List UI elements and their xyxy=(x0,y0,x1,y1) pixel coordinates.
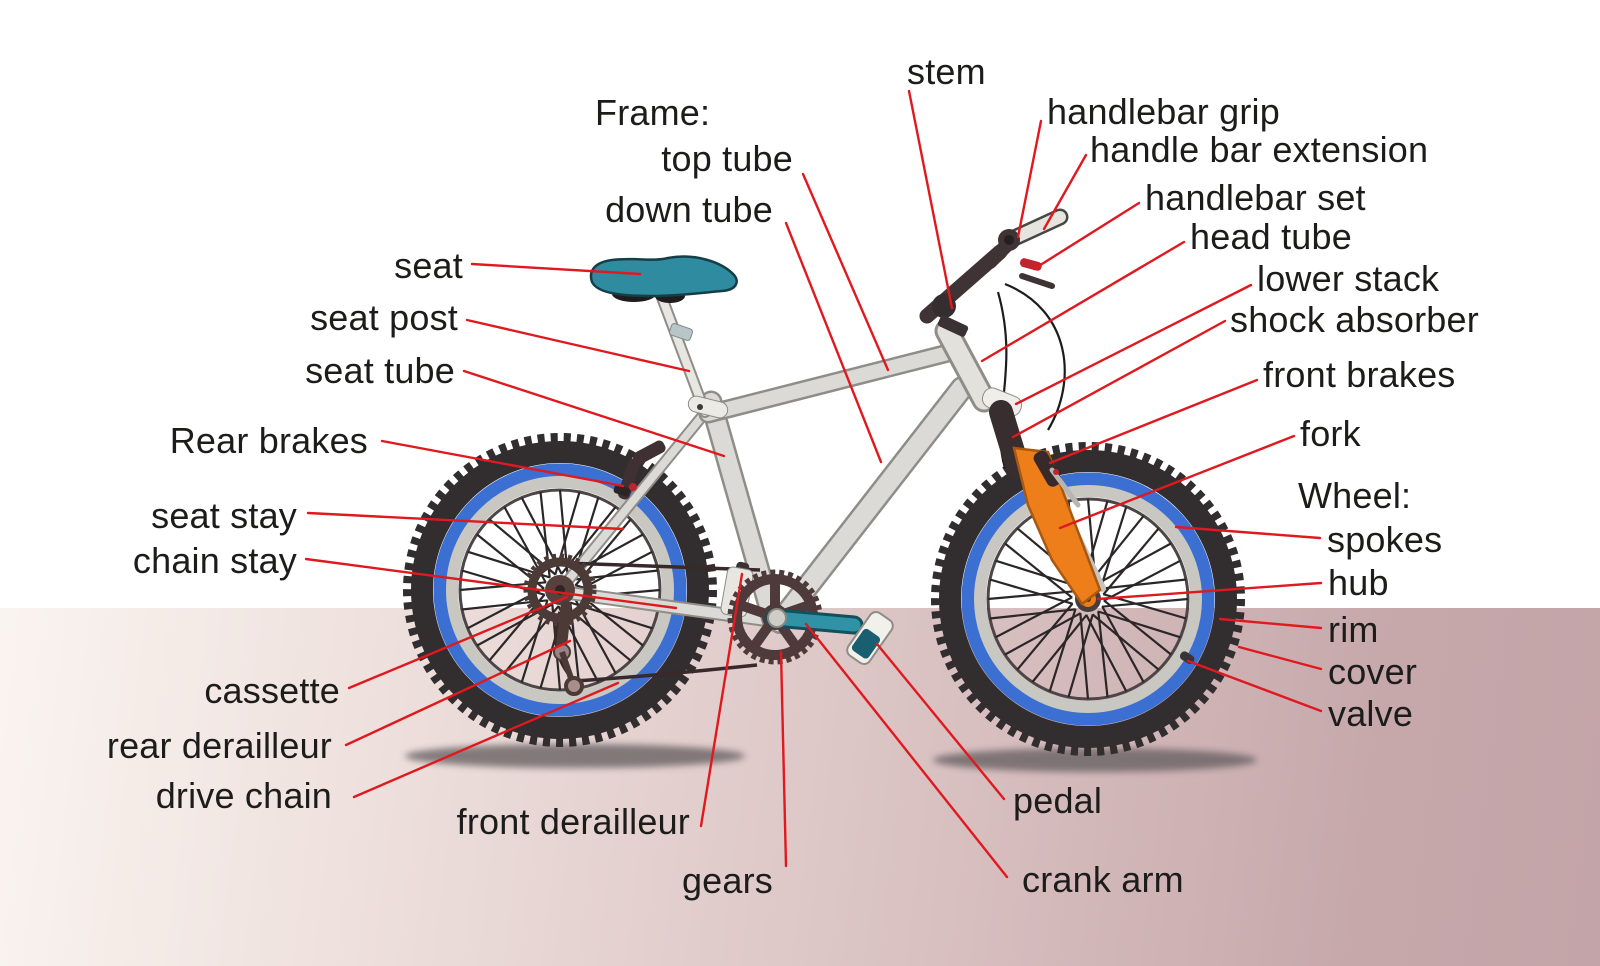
label-rim: rim xyxy=(1328,609,1379,650)
label-cover: cover xyxy=(1328,651,1418,692)
leader-line-lower-stack xyxy=(1014,283,1253,406)
leader-line-head-tube xyxy=(980,240,1186,363)
label-lower-stack: lower stack xyxy=(1257,258,1440,299)
leader-line-crank-arm xyxy=(804,622,1009,879)
leader-line-chain-stay xyxy=(304,557,678,610)
seat xyxy=(589,255,738,298)
brake-lever xyxy=(1019,273,1055,289)
drivetrain xyxy=(523,553,894,696)
fork xyxy=(1012,446,1102,606)
label-down-tube: down tube xyxy=(605,189,773,230)
leader-line-spokes xyxy=(1174,525,1322,540)
label-pedal: pedal xyxy=(1013,780,1103,821)
leader-line-handlebar-set xyxy=(1032,201,1141,271)
seat-clamp xyxy=(687,395,729,419)
label-handle-bar-extension: handle bar extension xyxy=(1090,129,1429,170)
label-seat-stay: seat stay xyxy=(151,495,297,536)
drive-chain-upper xyxy=(564,561,761,572)
label-seat-post: seat post xyxy=(310,297,458,338)
wheel-shadows xyxy=(405,744,1257,772)
leader-line-hub xyxy=(1096,581,1323,601)
leader-line-rear-derailleur xyxy=(344,639,572,747)
label-spokes: spokes xyxy=(1327,519,1443,560)
leader-line-cover xyxy=(1237,645,1323,671)
leader-line-shock-absorber xyxy=(1011,319,1227,439)
label-fork: fork xyxy=(1300,413,1361,454)
leader-line-gears xyxy=(779,650,788,868)
label-cassette: cassette xyxy=(204,670,340,711)
label-rear-brakes: Rear brakes xyxy=(169,420,368,461)
rear-brake xyxy=(613,440,666,500)
brake-cable xyxy=(1004,282,1066,431)
label-crank-arm: crank arm xyxy=(1022,859,1184,900)
label-gears: gears xyxy=(681,860,773,901)
leader-line-handlebar-grip xyxy=(1016,119,1043,239)
leader-line-stem xyxy=(907,89,954,310)
drive-chain-lower xyxy=(574,663,758,683)
leader-line-cassette xyxy=(347,595,569,690)
label-stem: stem xyxy=(907,51,986,92)
leader-line-seat-post xyxy=(465,318,691,373)
front-brake xyxy=(1033,450,1081,508)
leader-line-seat-tube xyxy=(462,369,726,458)
shock-absorber xyxy=(989,400,1030,480)
label-seat: seat xyxy=(394,245,463,286)
label-top-tube: top tube xyxy=(661,138,793,179)
leader-line-seat xyxy=(470,262,642,276)
label-head-tube: head tube xyxy=(1190,216,1352,257)
label-seat-tube: seat tube xyxy=(305,350,455,391)
frame xyxy=(555,255,997,634)
leader-line-drive-chain xyxy=(352,681,620,799)
leader-line-valve xyxy=(1186,659,1323,713)
crank-arm xyxy=(765,608,864,635)
label-handlebar-set: handlebar set xyxy=(1145,177,1366,218)
label-front-derailleur: front derailleur xyxy=(456,801,690,842)
leader-line-handle-bar-extension xyxy=(1042,153,1088,231)
label-chain-stay: chain stay xyxy=(132,540,297,581)
leader-line-rim xyxy=(1218,617,1323,630)
label-drive-chain: drive chain xyxy=(155,775,332,816)
label-rear-derailleur: rear derailleur xyxy=(106,725,332,766)
leader-line-pedal xyxy=(875,642,1006,801)
label-wheel-heading: Wheel: xyxy=(1298,475,1412,516)
label-handlebar-grip: handlebar grip xyxy=(1047,91,1280,132)
leader-line-front-derailleur xyxy=(699,572,744,828)
leader-line-rear-brakes xyxy=(380,439,625,488)
leader-line-seat-stay xyxy=(306,511,625,531)
rear-derailleur xyxy=(553,600,584,696)
leader-line-down-tube xyxy=(784,221,883,464)
leader-lines xyxy=(304,89,1323,879)
leader-line-top-tube xyxy=(801,172,890,372)
label-shock-absorber: shock absorber xyxy=(1230,299,1479,340)
leader-line-front-brakes xyxy=(1048,378,1259,465)
label-frame-heading: Frame: xyxy=(595,92,711,133)
ground-background xyxy=(0,608,1600,966)
label-front-brakes: front brakes xyxy=(1263,354,1456,395)
pedal xyxy=(846,610,894,666)
label-hub: hub xyxy=(1328,562,1389,603)
label-valve: valve xyxy=(1328,693,1414,734)
seat-post-collar xyxy=(668,323,694,341)
leader-line-fork xyxy=(1058,434,1296,530)
